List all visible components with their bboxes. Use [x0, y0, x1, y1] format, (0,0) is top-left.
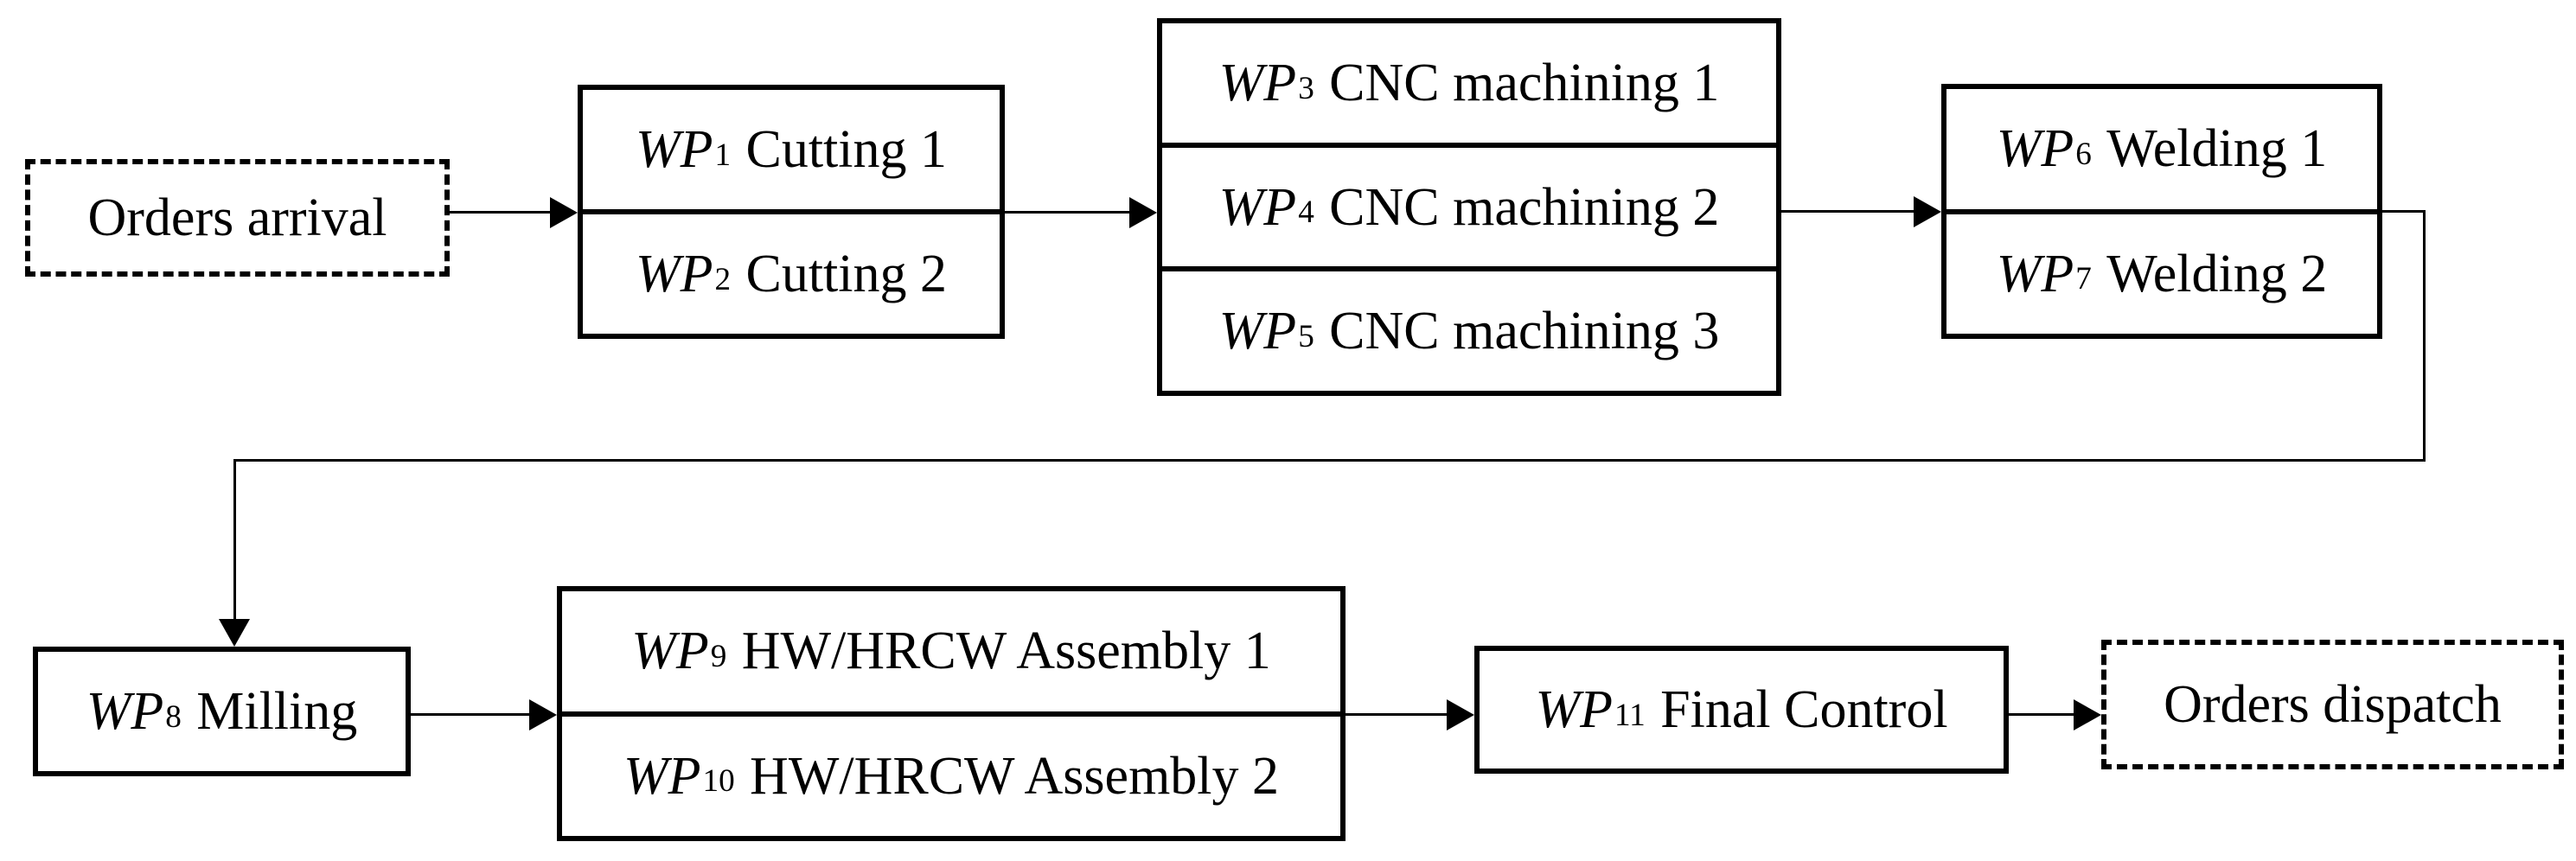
connector-cnc-to-welding [1781, 210, 1917, 213]
arrow-right-icon [1447, 699, 1474, 730]
station-id: WP [1996, 244, 2074, 303]
arrow-right-icon [1914, 196, 1941, 227]
station-id: WP [86, 682, 164, 741]
connector-welding-to-milling-long [234, 459, 2426, 462]
orders-dispatch-label: Orders dispatch [2164, 675, 2502, 734]
connector-welding-elbow-top [2382, 210, 2426, 213]
station-label: HW/HRCW Assembly 1 [741, 622, 1271, 681]
arrow-right-icon [1129, 197, 1157, 228]
station-id: WP [1535, 680, 1613, 739]
arrow-down-icon [219, 619, 250, 647]
station-label: CNC machining 1 [1329, 53, 1720, 112]
connector-assembly-to-finalcontrol [1346, 713, 1450, 716]
station-id: WP [635, 245, 713, 303]
connector-milling-to-assembly [411, 713, 533, 716]
station-label: Cutting 2 [745, 245, 947, 303]
station-id: WP [1218, 302, 1297, 361]
station-id: WP [1996, 119, 2074, 179]
station-id: WP [631, 622, 709, 681]
station-label: Final Control [1660, 680, 1948, 739]
arrow-right-icon [529, 699, 557, 730]
station-id: WP [635, 120, 713, 179]
station-label: Welding 2 [2106, 244, 2328, 303]
station-label: HW/HRCW Assembly 2 [750, 746, 1280, 806]
station-label: Milling [196, 682, 358, 741]
station-label: CNC machining 2 [1329, 177, 1720, 237]
arrow-right-icon [550, 197, 578, 228]
connector-orders-to-cutting [450, 211, 553, 214]
arrow-right-icon [2074, 699, 2101, 730]
connector-finalcontrol-to-dispatch [2009, 713, 2077, 716]
connector-welding-elbow-right [2423, 210, 2426, 462]
station-label: Welding 1 [2106, 119, 2328, 179]
station-label: CNC machining 3 [1329, 302, 1720, 361]
station-id: WP [1218, 177, 1297, 237]
orders-arrival-label: Orders arrival [87, 188, 387, 247]
orders-dispatch-node: Orders dispatch [2101, 640, 2564, 769]
orders-arrival-node: Orders arrival [25, 159, 450, 277]
station-id: WP [623, 746, 701, 806]
station-id: WP [1218, 53, 1297, 112]
connector-welding-elbow-left [233, 459, 236, 621]
connector-cutting-to-cnc [1005, 211, 1133, 214]
station-label: Cutting 1 [745, 120, 947, 179]
